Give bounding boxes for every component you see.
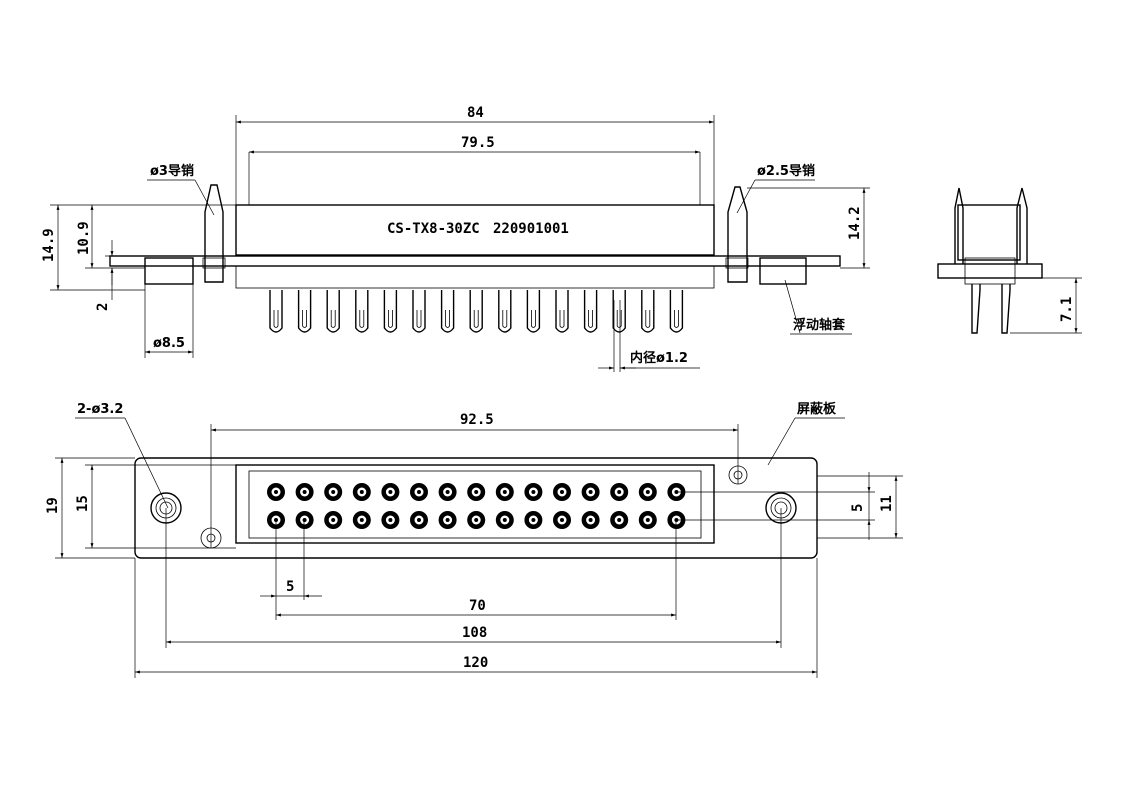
side-body: [957, 204, 1021, 261]
dim-14-2: 14.2: [847, 206, 863, 240]
front-pin: [498, 290, 512, 333]
face-contact: [495, 483, 514, 501]
face-contact: [524, 511, 543, 529]
front-pin: [669, 290, 684, 333]
dim-70: 70: [469, 598, 486, 614]
connector-body: [235, 204, 715, 256]
face-contact: [438, 511, 457, 529]
face-contact: [267, 483, 285, 501]
part-model: CS-TX8-30ZC: [387, 221, 480, 237]
dim-14-9: 14.9: [41, 228, 57, 262]
face-contact: [495, 511, 514, 529]
callout-guide-pin-right: ø2.5导销: [757, 163, 815, 179]
right-bushing: [759, 257, 807, 285]
face-contact: [324, 511, 343, 529]
dim-7-1: 7.1: [1059, 297, 1075, 322]
dim-19: 19: [45, 497, 61, 514]
face-contact: [352, 511, 371, 529]
face-contact: [638, 483, 657, 501]
side-guide-pin-right: [1016, 187, 1028, 264]
dim-11: 11: [879, 495, 895, 512]
left-guide-pin: [204, 184, 224, 283]
dim-92-5: 92.5: [460, 412, 494, 428]
dim-2: 2: [95, 303, 111, 311]
side-contact-1: [971, 284, 981, 334]
face-contact: [352, 483, 371, 501]
face-contact: [553, 511, 571, 529]
front-pin: [641, 290, 655, 333]
left-bushing: [144, 257, 194, 285]
callout-mount-holes: 2-ø3.2: [77, 402, 123, 417]
face-contact: [581, 511, 600, 529]
face-contact: [438, 483, 457, 501]
face-contact: [581, 483, 600, 501]
dim-120: 120: [463, 655, 488, 671]
face-contact: [467, 483, 486, 501]
front-pin: [440, 290, 455, 333]
dim-10-9: 10.9: [76, 221, 92, 255]
face-contact: [295, 483, 314, 501]
callout-guide-pin-left: ø3导销: [150, 163, 194, 179]
front-pin: [583, 290, 598, 333]
callout-shield-plate: 屏蔽板: [797, 401, 837, 417]
dim-pitch-5: 5: [286, 579, 294, 595]
face-contact: [610, 511, 629, 529]
face-insulator-inner: [248, 470, 702, 539]
face-contact: [381, 511, 400, 529]
dim-79-5: 79.5: [461, 135, 495, 151]
front-pin: [355, 290, 369, 333]
face-view: [134, 457, 818, 559]
front-pin: [469, 290, 483, 333]
front-pin: [383, 290, 398, 333]
face-insulator-outer: [235, 464, 715, 544]
front-pin: [297, 290, 312, 333]
face-contact: [524, 483, 543, 501]
dim-84: 84: [467, 105, 484, 121]
side-guide-pin-left: [954, 187, 964, 264]
dim-15: 15: [75, 495, 91, 512]
insulator-base: [235, 265, 715, 289]
face-dimensions: 92.5 19 15 5 11 5 70 108: [45, 401, 903, 678]
dim-bushing-8-5: ø8.5: [153, 336, 185, 351]
face-contact-grid: [267, 483, 686, 529]
face-contact: [381, 483, 400, 501]
front-pin: [526, 290, 541, 333]
shield-plate: [134, 457, 818, 559]
part-code: 220901001: [493, 221, 569, 237]
front-dimensions: 84 79.5 14.9 10.9 2 14.2 ø8.5: [41, 105, 870, 372]
front-pin: [412, 290, 426, 333]
side-view: 7.1: [937, 187, 1082, 334]
front-view: CS-TX8-30ZC 220901001: [109, 184, 841, 333]
right-guide-pin: [727, 186, 748, 283]
face-contact: [553, 483, 571, 501]
flange-plate: [109, 255, 841, 267]
face-contact: [324, 483, 343, 501]
face-contact: [410, 483, 428, 501]
dim-5-vertical: 5: [850, 504, 866, 512]
side-flange: [937, 263, 1043, 279]
callout-inner-diameter: 内径ø1.2: [630, 350, 688, 366]
face-contact: [295, 511, 314, 529]
face-contact: [610, 483, 629, 501]
front-pin: [326, 290, 340, 333]
contact-pins-front: [269, 290, 684, 333]
face-contact: [638, 511, 657, 529]
face-contact: [467, 511, 486, 529]
front-pin: [269, 290, 283, 333]
front-pin: [612, 290, 626, 333]
callout-floating-bushing: 浮动轴套: [793, 317, 846, 333]
dim-108: 108: [462, 625, 487, 641]
side-contact-2: [1001, 284, 1011, 334]
face-contact: [410, 511, 428, 529]
front-pin: [555, 290, 569, 333]
